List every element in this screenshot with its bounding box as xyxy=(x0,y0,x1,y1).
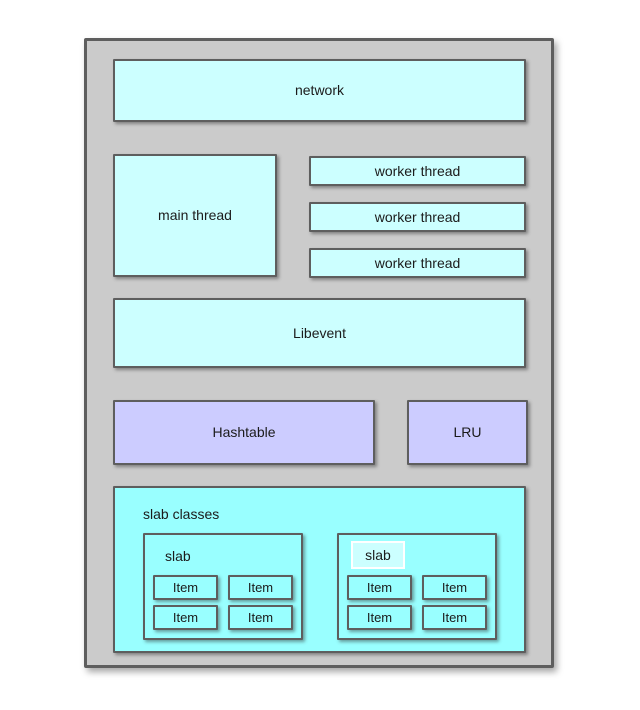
worker-thread-label: worker thread xyxy=(374,208,461,225)
worker-thread-label: worker thread xyxy=(374,162,461,179)
network-label: network xyxy=(294,82,345,99)
lru-box: LRU xyxy=(407,400,528,465)
slab-box-2: slab Item Item Item Item xyxy=(337,533,497,640)
item-label: Item xyxy=(172,579,199,595)
item-label: Item xyxy=(441,609,468,625)
item-label: Item xyxy=(172,609,199,625)
item-box: Item xyxy=(228,575,293,600)
worker-thread-box-1: worker thread xyxy=(309,156,526,186)
main-thread-box: main thread xyxy=(113,154,277,277)
hashtable-label: Hashtable xyxy=(212,424,276,441)
item-box: Item xyxy=(153,575,218,600)
worker-thread-box-3: worker thread xyxy=(309,248,526,278)
item-box: Item xyxy=(228,605,293,630)
item-label: Item xyxy=(441,579,468,595)
item-label: Item xyxy=(247,609,274,625)
slab-box-1: slab Item Item Item Item xyxy=(143,533,303,640)
item-box: Item xyxy=(422,575,487,600)
slab-classes-label: slab classes xyxy=(143,506,220,522)
worker-thread-box-2: worker thread xyxy=(309,202,526,232)
libevent-box: Libevent xyxy=(113,298,526,368)
slab-classes-container: slab classes slab Item Item Item Item xyxy=(113,486,526,653)
item-box: Item xyxy=(347,575,412,600)
slab-label: slab xyxy=(165,548,191,564)
item-box: Item xyxy=(153,605,218,630)
item-label: Item xyxy=(366,609,393,625)
architecture-container: network main thread worker thread worker… xyxy=(84,38,554,668)
lru-label: LRU xyxy=(453,424,482,441)
main-thread-label: main thread xyxy=(158,207,232,224)
hashtable-box: Hashtable xyxy=(113,400,375,465)
item-box: Item xyxy=(422,605,487,630)
item-label: Item xyxy=(247,579,274,595)
libevent-label: Libevent xyxy=(293,324,346,341)
worker-thread-label: worker thread xyxy=(374,254,461,271)
item-label: Item xyxy=(366,579,393,595)
slab-label: slab xyxy=(365,546,391,563)
item-box: Item xyxy=(347,605,412,630)
network-box: network xyxy=(113,59,526,122)
slab-label-highlighted: slab xyxy=(351,541,405,569)
